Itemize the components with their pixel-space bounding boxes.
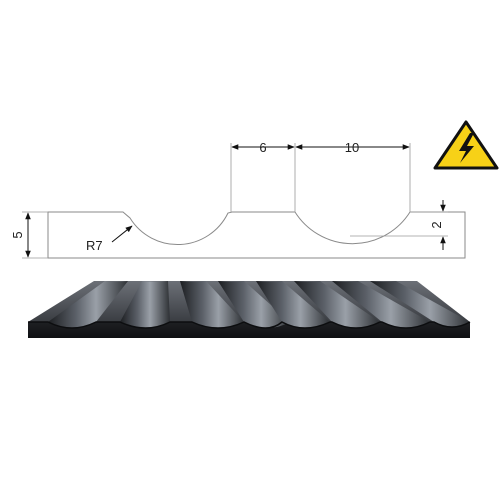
extension-lines [22, 143, 448, 259]
cross-section-profile [47, 211, 466, 259]
dimension-groove-depth: 2 [429, 200, 446, 250]
profile-outline [47, 211, 466, 259]
dimension-total-thickness: 5 [10, 212, 31, 258]
mat-grooves [48, 281, 470, 328]
radius-label: R7 [86, 238, 103, 253]
rubber-mat-3d-view [28, 281, 471, 338]
dimension-land-width: 6 [231, 140, 295, 155]
dimension-groove-depth-label: 2 [429, 221, 444, 228]
high-voltage-warning-icon [433, 120, 499, 170]
dimension-groove-width-label: 10 [345, 140, 359, 155]
dimension-land-width-label: 6 [259, 140, 266, 155]
mat-front-profile [28, 321, 471, 329]
radius-callout: R7 [86, 225, 133, 253]
dimension-groove-width: 10 [295, 140, 410, 155]
dimension-total-thickness-label: 5 [10, 231, 25, 238]
